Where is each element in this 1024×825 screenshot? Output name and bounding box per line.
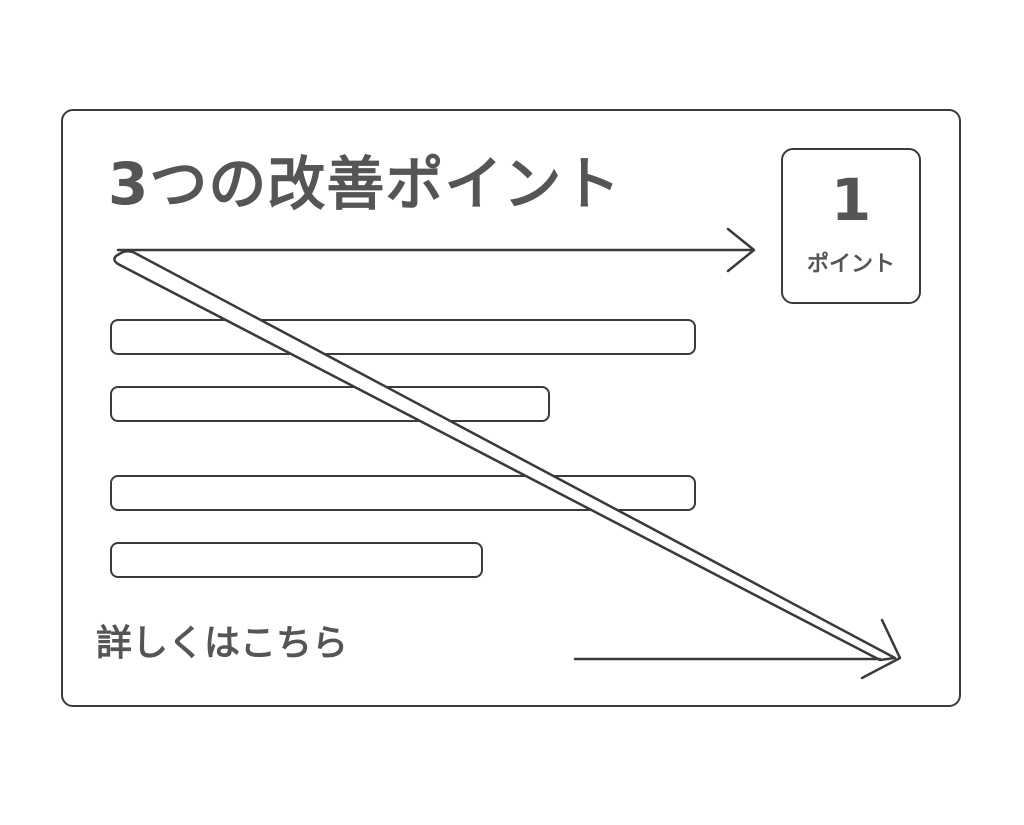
content-bar: [110, 319, 696, 355]
content-bar: [110, 542, 483, 578]
page-title: 3つの改善ポイント: [108, 150, 622, 218]
content-bar: [110, 475, 696, 511]
badge-label: ポイント: [806, 252, 895, 277]
content-bar: [110, 386, 550, 422]
details-link[interactable]: 詳しくはこちら: [96, 623, 349, 664]
badge-number: 1: [830, 166, 872, 234]
point-badge: 1 ポイント: [781, 148, 921, 304]
